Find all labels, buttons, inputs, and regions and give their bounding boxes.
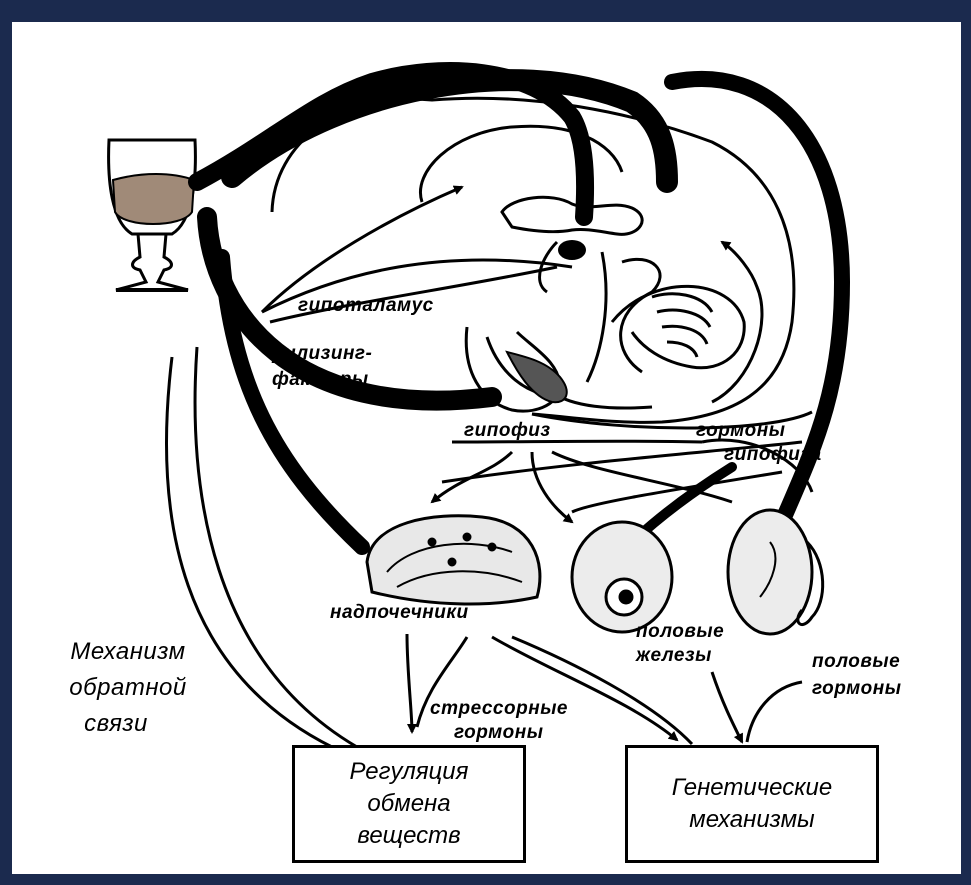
- feedback-mechanism-label-line1: Механизм: [38, 636, 218, 668]
- feedback-mechanism-label-line3: связи: [26, 708, 206, 740]
- stress-hormones-label-line1: стрессорные: [430, 698, 568, 720]
- genetic-mechanisms-box: Генетические механизмы: [625, 745, 879, 863]
- releasing-factors-label-line2: факторы: [272, 369, 369, 391]
- testis-shape: [728, 510, 823, 634]
- metabolism-regulation-text: Регуляция обмена веществ: [350, 756, 469, 852]
- genetic-mechanisms-text: Генетические механизмы: [672, 772, 833, 836]
- metabolism-regulation-box: Регуляция обмена веществ: [292, 745, 526, 863]
- metabolism-line1: Регуляция: [350, 758, 469, 785]
- pituitary-hormones-label-line1: гормоны: [696, 420, 786, 442]
- releasing-factors-label-line1: рилизинг-: [272, 343, 372, 365]
- sex-hormones-label-line1: половые: [812, 651, 900, 673]
- stress-hormones-label-line2: гормоны: [454, 722, 544, 744]
- adrenals-label: надпочечники: [330, 602, 469, 624]
- feedback-mechanism-label-line2: обратной: [38, 672, 218, 704]
- gonads-label-line1: половые: [636, 621, 724, 643]
- gonads-label-line2: железы: [636, 645, 712, 667]
- hypothalamus-label: гипоталамус: [298, 295, 434, 317]
- alcohol-effect-arrows: [197, 71, 842, 552]
- diagram-canvas: гипоталамус рилизинг- факторы гипофиз го…: [12, 22, 961, 874]
- genetic-line1: Генетические: [672, 774, 833, 801]
- sex-hormones-label-line2: гормоны: [812, 678, 902, 700]
- genetic-line2: механизмы: [689, 806, 814, 833]
- metabolism-line3: веществ: [357, 822, 460, 849]
- pituitary-label: гипофиз: [464, 420, 551, 442]
- wine-glass-icon: [109, 140, 196, 290]
- metabolism-line2: обмена: [367, 790, 450, 817]
- ovary-shape: [572, 522, 672, 632]
- adrenal-gland-shape: [367, 516, 540, 604]
- pituitary-hormones-label-line2: гипофиза: [724, 444, 822, 466]
